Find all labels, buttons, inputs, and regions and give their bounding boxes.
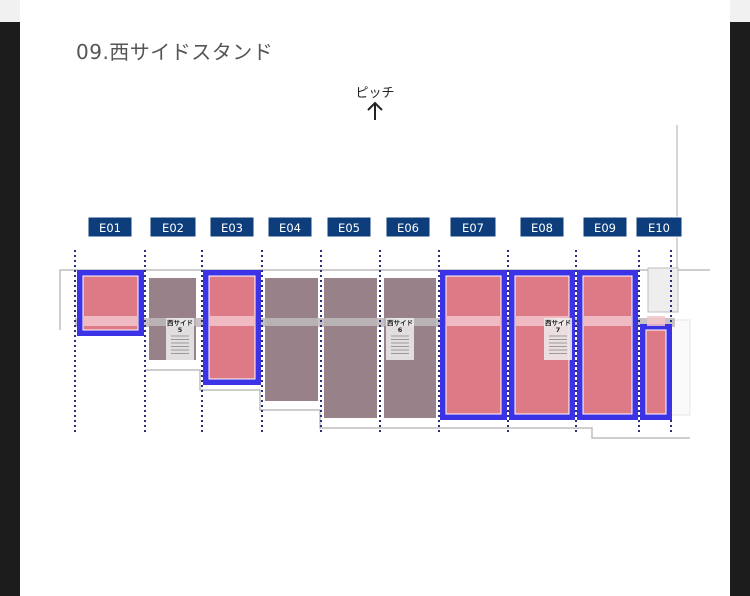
block-label-text: E03 [221,221,243,235]
corner-structure-lower [669,319,691,416]
block-label-text: E07 [462,221,484,235]
block-label-text: E09 [594,221,616,235]
block-e03[interactable] [203,270,261,385]
gate-number: 7 [556,326,561,334]
block-aisle [324,318,377,326]
block-label-bg [519,216,565,238]
gate-name: 西サイド [545,319,571,327]
block-label-bg [635,216,683,238]
block-label-text: E10 [648,221,670,235]
block-label-e02[interactable]: E02 [149,216,197,238]
block-e08[interactable] [509,270,575,420]
block-label-e10[interactable]: E10 [635,216,683,238]
block-aisle [516,316,568,326]
block-label-bg [326,216,372,238]
gate-name: 西サイド [387,319,413,327]
arrow-up-icon [367,101,383,120]
block-aisle [584,316,631,326]
block-label-e03[interactable]: E03 [209,216,255,238]
block-label-e05[interactable]: E05 [326,216,372,238]
page-title: 09.西サイドスタンド [76,40,274,64]
block-aisle [447,316,500,326]
block-label-e08[interactable]: E08 [519,216,565,238]
block-label-text: E02 [162,221,184,235]
block-label-bg [149,216,197,238]
content-panel: 09.西サイドスタンド ピッチ E01 E02 E03 E04 E05 E06 E07 E08… [20,0,730,596]
block-e05[interactable] [324,278,377,418]
block-label-bg [267,216,313,238]
block-label-e04[interactable]: E04 [267,216,313,238]
block-seat-area [645,329,667,415]
block-label-bg [87,216,133,238]
block-label-e09[interactable]: E09 [582,216,628,238]
block-aisle [84,316,137,326]
block-label-bg [449,216,497,238]
block-seat-area [208,275,256,380]
block-aisle [647,316,665,326]
gate-name: 西サイド [167,319,193,327]
block-seat-area [445,275,502,415]
block-label-e07[interactable]: E07 [449,216,497,238]
block-label-text: E04 [279,221,301,235]
block-seat-area [582,275,633,415]
gate-number: 6 [398,326,403,334]
block-label-text: E08 [531,221,553,235]
block-label-e06[interactable]: E06 [385,216,431,238]
block-aisle [210,316,254,326]
block-label-text: E06 [397,221,419,235]
corner-structure [647,267,679,313]
block-e04[interactable] [265,278,318,401]
block-seat-area [265,278,318,401]
block-aisle [265,318,318,326]
block-e10[interactable] [640,316,672,420]
block-label-text: E01 [99,221,121,235]
pitch-label: ピッチ [355,86,395,101]
gate-number: 5 [178,326,183,334]
block-label-bg [209,216,255,238]
block-e09[interactable] [577,270,638,420]
block-label-bg [582,216,628,238]
block-label-text: E05 [338,221,360,235]
block-seat-area [324,278,377,418]
block-label-bg [385,216,431,238]
block-label-e01[interactable]: E01 [87,216,133,238]
block-e07[interactable] [440,270,507,420]
block-e01[interactable] [77,270,144,336]
